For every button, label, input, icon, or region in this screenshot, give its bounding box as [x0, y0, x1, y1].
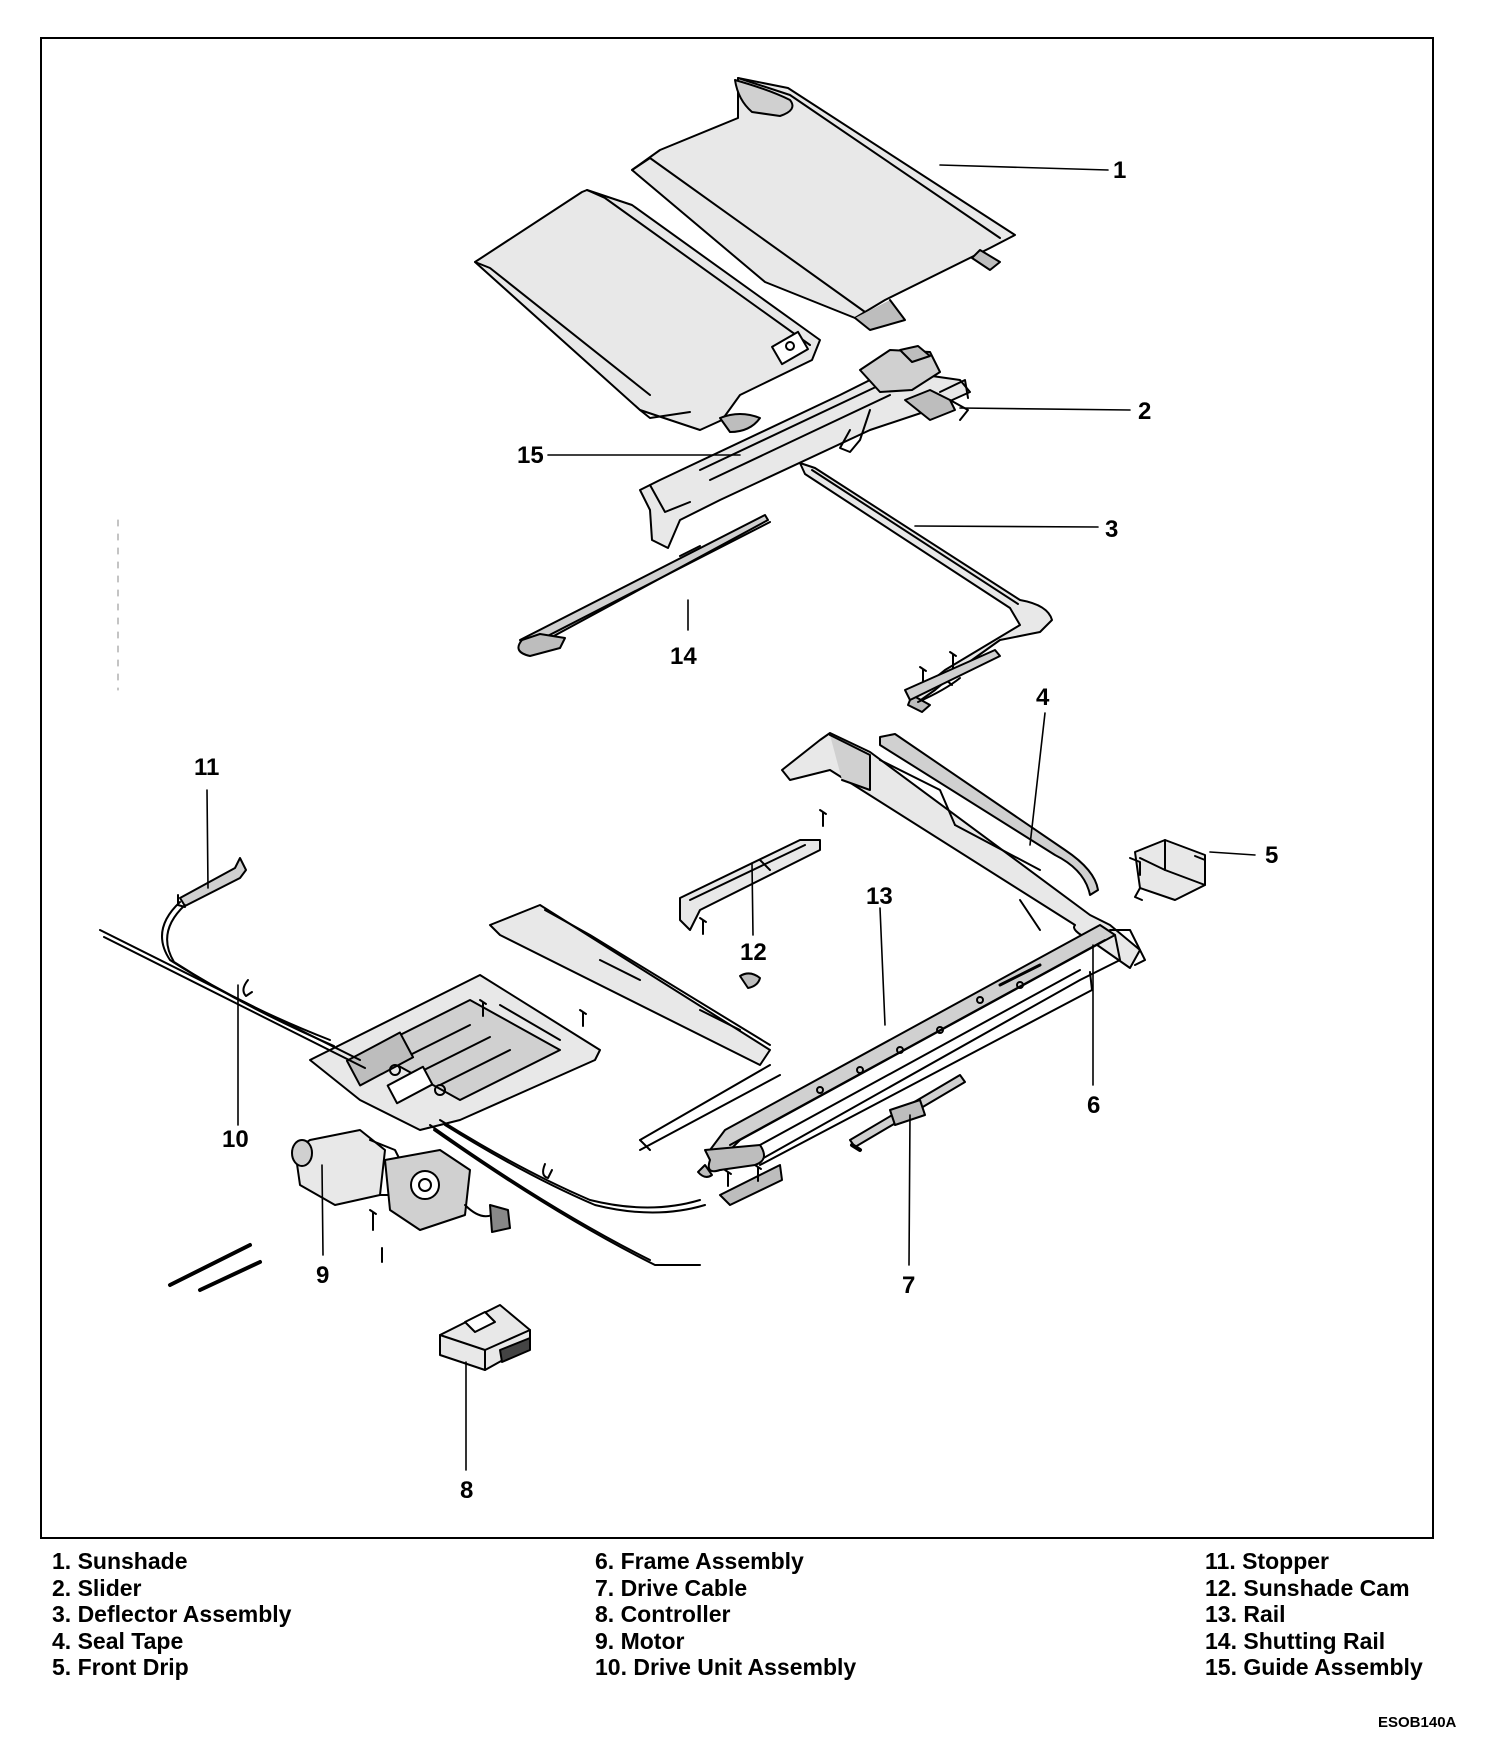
- callout-13: 13: [866, 883, 893, 910]
- leader-lines: [206, 164, 1256, 1471]
- callout-15: 15: [517, 442, 544, 469]
- shutting-rail-part: [517, 514, 771, 657]
- drive-unit-assembly-part: [309, 974, 601, 1131]
- callout-7: 7: [902, 1272, 915, 1299]
- drive-cable-part: [849, 1074, 966, 1152]
- callout-3: 3: [1105, 516, 1118, 543]
- callout-12: 12: [740, 939, 767, 966]
- legend-item: 12. Sunshade Cam: [1205, 1574, 1410, 1601]
- legend-item: 9. Motor: [595, 1627, 685, 1654]
- callout-9: 9: [316, 1262, 329, 1289]
- legend-item: 7. Drive Cable: [595, 1574, 748, 1601]
- seal-tape-part: [879, 733, 1099, 896]
- legend-item: 8. Controller: [595, 1601, 731, 1627]
- callout-11: 11: [194, 754, 219, 781]
- callout-2: 2: [1138, 398, 1151, 425]
- legend-item: 3. Deflector Assembly: [52, 1601, 292, 1627]
- loose-pins-part: [168, 1243, 262, 1292]
- motor-part: [291, 1129, 511, 1263]
- legend-column-1: 1. Sunshade 2. Slider 3. Deflector Assem…: [52, 1548, 291, 1681]
- figure-code: ESOB140A: [1378, 1714, 1457, 1731]
- legend-item: 14. Shutting Rail: [1205, 1627, 1386, 1654]
- sunshade-cam-part: [679, 809, 827, 989]
- callout-8: 8: [460, 1477, 473, 1504]
- legend-item: 6. Frame Assembly: [595, 1548, 804, 1574]
- legend-item: 2. Slider: [52, 1574, 142, 1601]
- sunshade-part: [474, 77, 1016, 433]
- front-drip-part: [1129, 839, 1206, 901]
- callout-5: 5: [1265, 842, 1278, 869]
- legend-item: 5. Front Drip: [52, 1654, 189, 1680]
- callout-10: 10: [222, 1126, 249, 1153]
- callout-1: 1: [1113, 157, 1126, 184]
- callout-4: 4: [1036, 684, 1050, 711]
- exploded-parts-diagram: 1 2 3 4 5 6 7 8 9 10 11 12 13 14 15: [40, 37, 1434, 1539]
- legend-item: 15. Guide Assembly: [1205, 1654, 1423, 1680]
- legend-item: 1. Sunshade: [52, 1548, 188, 1574]
- legend-column-3: 11. Stopper 12. Sunshade Cam 13. Rail 14…: [1205, 1548, 1423, 1681]
- callout-6: 6: [1087, 1092, 1100, 1119]
- callout-14: 14: [670, 643, 697, 670]
- slider-guide-part: [639, 345, 971, 549]
- legend-item: 11. Stopper: [1205, 1548, 1329, 1574]
- controller-part: [439, 1304, 531, 1371]
- legend-item: 13. Rail: [1205, 1601, 1286, 1627]
- frame-assembly-part: [489, 732, 1146, 1178]
- legend-item: 10. Drive Unit Assembly: [595, 1654, 857, 1680]
- legend-column-2: 6. Frame Assembly 7. Drive Cable 8. Cont…: [595, 1548, 856, 1681]
- legend-item: 4. Seal Tape: [52, 1627, 184, 1654]
- diagram-border: [40, 37, 1434, 1539]
- deflector-assembly-part: [799, 462, 1053, 713]
- stopper-and-cables-part: [99, 857, 783, 1266]
